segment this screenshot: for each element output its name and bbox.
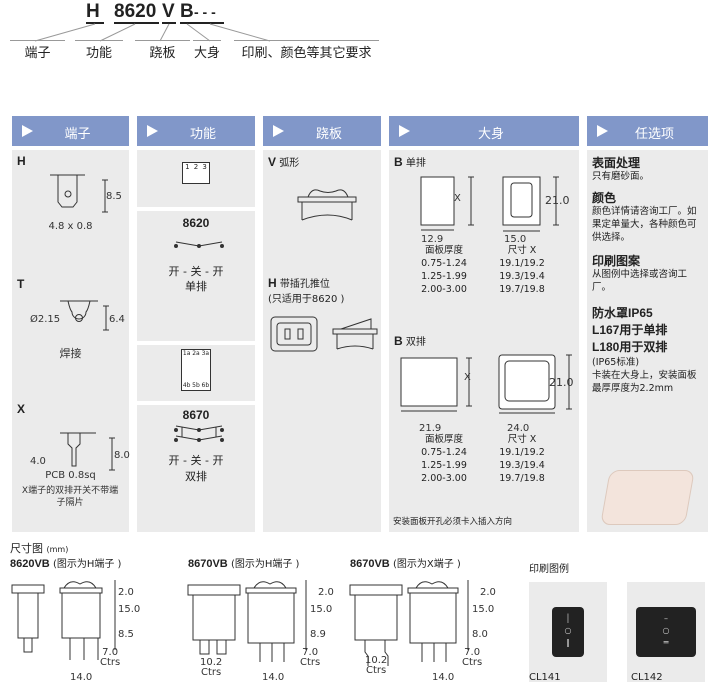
caption: 焊接 bbox=[59, 347, 82, 360]
legend-cl142: –○═ bbox=[627, 582, 705, 682]
terminal-code: H bbox=[17, 154, 26, 168]
terminal-h-drawing bbox=[50, 174, 108, 213]
terminal-panel: H 8.5 4.8 x 0.8 T Ø2.15 6.4 焊接 X 4.0 8.0… bbox=[12, 150, 130, 532]
play-icon bbox=[273, 125, 284, 137]
header-terminal: 端子 bbox=[12, 116, 129, 146]
switch-symbol bbox=[174, 241, 224, 248]
terminal-code: X bbox=[17, 402, 26, 416]
switch-symbol bbox=[174, 425, 224, 442]
dim: 4.0 bbox=[30, 456, 46, 467]
dim-drawing-8670vb-x bbox=[349, 580, 469, 666]
rocker-arc-drawing bbox=[297, 189, 357, 221]
caption: PCB 0.8sq bbox=[45, 470, 96, 481]
dim: 8.0 bbox=[114, 450, 130, 461]
waterproof-cover-image bbox=[600, 470, 695, 525]
legend-label: CL142 bbox=[631, 672, 663, 683]
dim: 6.4 bbox=[109, 314, 125, 325]
body-double-drawing bbox=[400, 354, 572, 414]
function-8620: 8620 开 - 关 - 开 单排 bbox=[137, 211, 255, 341]
play-icon bbox=[399, 125, 410, 137]
options-panel: 表面处理 只有磨砂面。 颜色 颜色详情请咨询工厂。如果定单量大，各种颜色可供选择… bbox=[587, 150, 708, 532]
header-body: 大身 bbox=[389, 116, 579, 146]
terminal-code: T bbox=[17, 277, 25, 291]
header-rocker: 跷板 bbox=[263, 116, 381, 146]
header-function: 功能 bbox=[137, 116, 255, 146]
code-connector-lines bbox=[34, 23, 271, 42]
label-terminal: 端子 bbox=[10, 40, 65, 61]
play-icon bbox=[147, 125, 158, 137]
terminal-t-drawing bbox=[60, 300, 109, 331]
dim-drawing-8620vb bbox=[11, 580, 116, 660]
legend-cl141: │○‖ bbox=[529, 582, 607, 682]
play-icon bbox=[597, 125, 608, 137]
play-icon bbox=[22, 125, 33, 137]
code-function: 8620 bbox=[114, 2, 159, 24]
legend-title: 印刷图例 bbox=[529, 564, 569, 575]
label-options: 印刷、颜色等其它要求 bbox=[234, 40, 379, 61]
code-terminal: H bbox=[86, 2, 104, 24]
code-rocker: V bbox=[162, 1, 176, 24]
caption: 4.8 x 0.8 bbox=[48, 221, 93, 232]
note: X端子的双排开关不带端子隔片 bbox=[21, 486, 119, 508]
legend-label: CL141 bbox=[529, 672, 561, 683]
code-options: - - - bbox=[194, 2, 224, 24]
label-rocker: 跷板 bbox=[135, 40, 190, 61]
header-options: 任选项 bbox=[587, 116, 708, 146]
dim: Ø2.15 bbox=[30, 314, 61, 325]
terminal-x-drawing bbox=[60, 432, 115, 471]
dim-drawing-8670vb-h bbox=[187, 580, 307, 662]
label-function: 功能 bbox=[75, 40, 123, 61]
rocker-panel: V 弧形 H 带插孔推位 (只适用于8620 ) bbox=[263, 150, 381, 532]
function-8670: 8670 开 - 关 - 开 双排 bbox=[137, 405, 255, 532]
body-single-drawing bbox=[420, 176, 559, 232]
dim: 8.5 bbox=[106, 191, 122, 202]
body-note: 安装面板开孔必须卡入插入方向 bbox=[393, 517, 513, 527]
rocker-socket-drawing bbox=[270, 316, 378, 352]
code-body: B bbox=[180, 1, 194, 24]
label-body: 大身 bbox=[193, 40, 221, 61]
